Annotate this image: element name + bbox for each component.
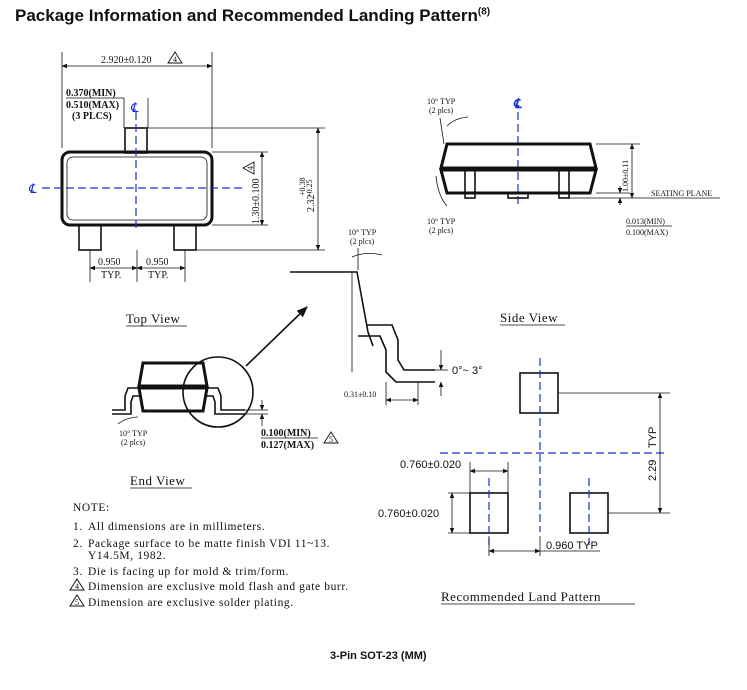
svg-text:4: 4: [246, 166, 255, 170]
note-1-text: All dimensions are in millimeters.: [88, 521, 265, 533]
detail-angle-arc: [351, 253, 383, 258]
page-title-text: Package Information and Recommended Land…: [15, 6, 478, 25]
top-overall-tol-minus: -0.25: [305, 179, 314, 196]
land-pattern-label: Recommended Land Pattern: [441, 589, 601, 604]
top-pitch-typ-2: TYP.: [148, 270, 168, 281]
end-view-label: End View: [130, 473, 185, 488]
land-span-typ: TYP: [647, 427, 659, 448]
side-lead-left: [464, 169, 476, 199]
note-4-triangle: 4: [69, 578, 85, 591]
end-body-bottom: [137, 386, 209, 413]
detail-angle: 10° TYP: [348, 228, 377, 237]
top-lead-min: 0.370(MIN): [66, 88, 116, 99]
side-view-label: Side View: [500, 310, 558, 325]
top-cl-symbol-v: ℄: [130, 100, 139, 115]
note-1-num: 1.: [73, 521, 83, 533]
end-lead-left: [112, 387, 139, 411]
end-lead-min: 0.100(MIN): [261, 428, 311, 439]
end-lead-right: [207, 387, 245, 411]
note-3-num: 3.: [73, 566, 83, 578]
top-overall-tol-plus: +0.38: [298, 177, 307, 196]
end-view: 10° TYP (2 plcs) 0.100(MIN) 0.127(MAX) 5…: [112, 356, 339, 489]
end-lead-right-inner: [207, 395, 245, 415]
note-5-text: Dimension are exclusive solder plating.: [88, 597, 294, 609]
note-4-triangle-top: 4: [167, 51, 183, 64]
side-body-bottom: [439, 168, 598, 195]
top-lead-max: 0.510(MAX): [66, 100, 119, 111]
land-padw-label: 0.760±0.020: [400, 459, 461, 471]
side-angle-top-sub: (2 plcs): [429, 106, 454, 115]
note-5-triangle-end: 5: [323, 431, 339, 444]
svg-text:5: 5: [329, 435, 333, 444]
detail-angle-sub: (2 plcs): [350, 237, 375, 246]
top-pitch-label-1: 0.950: [98, 257, 121, 268]
page-title: Package Information and Recommended Land…: [15, 6, 490, 26]
side-angle-top: 10° TYP: [427, 97, 456, 106]
land-padh-label: 0.760±0.020: [378, 508, 439, 520]
notes-heading: NOTE:: [73, 502, 110, 514]
side-seating-plane-label: SEATING PLANE: [651, 189, 712, 198]
title-ref: (8): [477, 6, 491, 18]
side-standoff-max: 0.100(MAX): [626, 228, 668, 237]
side-angle-top-arc: [446, 116, 469, 127]
svg-text:5: 5: [75, 598, 79, 607]
top-pitch-label-2: 0.950: [146, 257, 169, 268]
land-pitch-label: 0.960 TYP: [546, 540, 598, 552]
detail-foot-angle: 0°~ 3°: [452, 365, 483, 377]
top-cl-symbol-h: ℄: [28, 181, 37, 196]
note-2-text: Package surface to be matte finish VDI 1…: [88, 538, 330, 550]
end-body-top: [137, 361, 209, 388]
svg-text:4: 4: [75, 582, 79, 591]
note-2-cont: Y14.5M, 1982.: [88, 550, 166, 562]
note-4-triangle-side: 4: [242, 161, 255, 175]
detail-lead-top: [366, 324, 435, 371]
top-lead-lower-right: [173, 224, 197, 251]
side-standoff-min: 0.013(MIN): [626, 217, 665, 226]
end-detail-circle: [182, 356, 254, 428]
top-lead-note: (3 PLCS): [72, 111, 112, 122]
top-lead-lower-left: [78, 224, 102, 251]
figure-caption: 3-Pin SOT-23 (MM): [330, 650, 427, 662]
top-view: 2.920±0.120 4 0.370(MIN) 0.510(MAX) (3 P…: [28, 51, 325, 327]
side-cl-symbol: ℄: [513, 96, 522, 111]
note-5-triangle: 5: [69, 594, 85, 607]
side-angle-top-ref: [439, 117, 445, 145]
note-2-num: 2.: [73, 538, 83, 550]
end-angle-arc: [117, 416, 139, 425]
land-pattern: 2.29 TYP 0.760±0.020 0.760±0.020 0.960 T…: [378, 358, 670, 605]
top-pitch-typ-1: TYP.: [101, 270, 121, 281]
detail-lead-bottom: [358, 335, 435, 383]
notes: NOTE: 1. All dimensions are in millimete…: [69, 502, 349, 609]
top-body-label: 1.30±0.100: [251, 179, 262, 225]
end-angle-sub: (2 plcs): [121, 438, 146, 447]
land-pad-top: [519, 372, 559, 414]
side-lead-center: [507, 192, 529, 199]
side-angle-bottom-sub: (2 plcs): [429, 226, 454, 235]
side-height-label: 1.00±0.11: [621, 160, 630, 192]
side-angle-bottom-arc: [435, 175, 448, 207]
note-4-text: Dimension are exclusive mold flash and g…: [88, 581, 349, 593]
top-width-label: 2.920±0.120: [101, 55, 152, 66]
end-angle: 10° TYP: [119, 429, 148, 438]
detail-body-edge: [290, 271, 374, 347]
detail-pointer-arrow: [245, 306, 308, 367]
side-body-top: [439, 142, 598, 170]
land-span-label: 2.29: [647, 460, 659, 481]
note-3-text: Die is facing up for mold & trim/form.: [88, 566, 289, 578]
end-lead-left-inner: [112, 395, 139, 415]
detail-view: 10° TYP (2 plcs) 0°~ 3° 0.31±0.10: [245, 228, 483, 405]
side-view: 10° TYP (2 plcs) ℄ 1.00±0.11 SEATING PLA…: [427, 96, 720, 326]
side-lead-right: [558, 169, 570, 199]
svg-text:4: 4: [173, 55, 177, 64]
top-overall-label: 2.32: [306, 195, 317, 213]
top-view-label: Top View: [126, 311, 181, 326]
side-angle-bottom: 10° TYP: [427, 217, 456, 226]
detail-foot-dim: 0.31±0.10: [344, 390, 376, 399]
end-lead-max: 0.127(MAX): [261, 440, 314, 451]
